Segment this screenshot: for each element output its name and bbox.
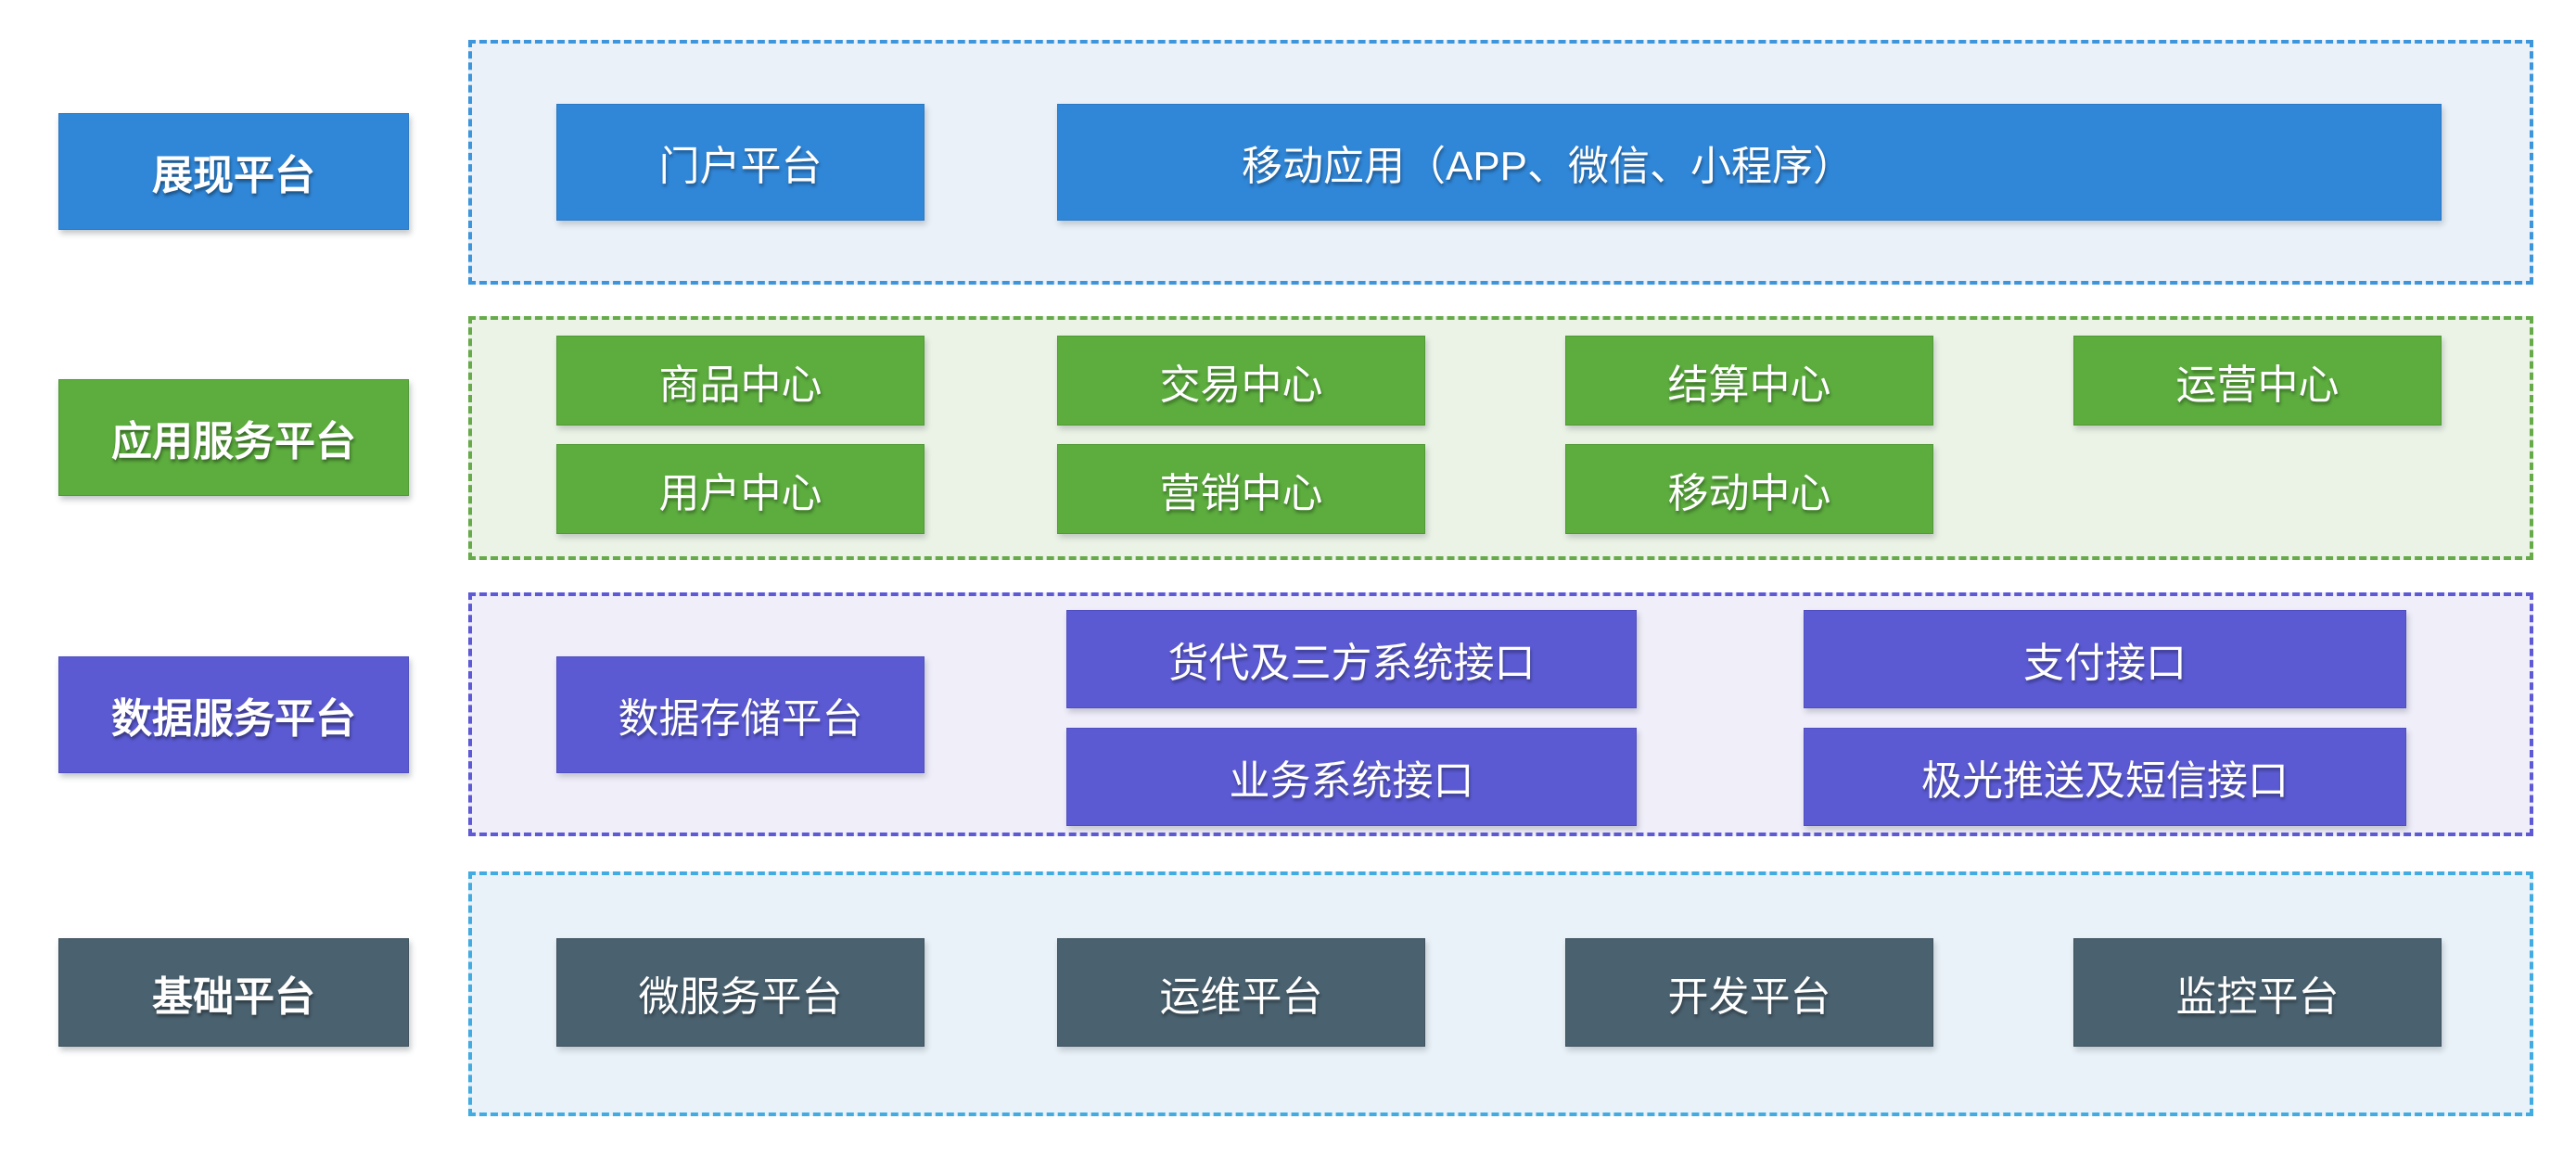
box-ops-platform: 运维平台 — [1057, 938, 1425, 1047]
box-data-storage-platform: 数据存储平台 — [556, 656, 925, 773]
box-monitor-platform: 监控平台 — [2073, 938, 2442, 1047]
box-settlement-center: 结算中心 — [1565, 336, 1933, 426]
application-service-layer-group: 商品中心 交易中心 结算中心 运营中心 用户中心 营销中心 移动中心 — [468, 316, 2533, 560]
box-trade-center: 交易中心 — [1057, 336, 1425, 426]
data-service-layer-group: 数据存储平台 货代及三方系统接口 业务系统接口 支付接口 极光推送及短信接口 — [468, 592, 2533, 836]
layer-label-presentation-platform: 展现平台 — [58, 113, 409, 230]
box-jpush-sms-interface: 极光推送及短信接口 — [1804, 728, 2406, 826]
box-dev-platform: 开发平台 — [1565, 938, 1933, 1047]
basic-layer-group: 微服务平台 运维平台 开发平台 监控平台 — [468, 871, 2533, 1116]
box-marketing-center: 营销中心 — [1057, 444, 1425, 534]
presentation-layer-group: 门户平台 移动应用（APP、微信、小程序） — [468, 40, 2533, 285]
box-operation-center: 运营中心 — [2073, 336, 2442, 426]
box-freight-third-party-system-interface: 货代及三方系统接口 — [1066, 610, 1637, 708]
layer-label-basic-platform: 基础平台 — [58, 938, 409, 1047]
box-mobile-app: 移动应用（APP、微信、小程序） — [1057, 104, 2442, 221]
box-product-center: 商品中心 — [556, 336, 925, 426]
box-user-center: 用户中心 — [556, 444, 925, 534]
box-portal-platform: 门户平台 — [556, 104, 925, 221]
layer-label-data-service-platform: 数据服务平台 — [58, 656, 409, 773]
box-mobile-center: 移动中心 — [1565, 444, 1933, 534]
box-payment-interface: 支付接口 — [1804, 610, 2406, 708]
box-business-system-interface: 业务系统接口 — [1066, 728, 1637, 826]
layer-label-application-service-platform: 应用服务平台 — [58, 379, 409, 496]
box-microservice-platform: 微服务平台 — [556, 938, 925, 1047]
